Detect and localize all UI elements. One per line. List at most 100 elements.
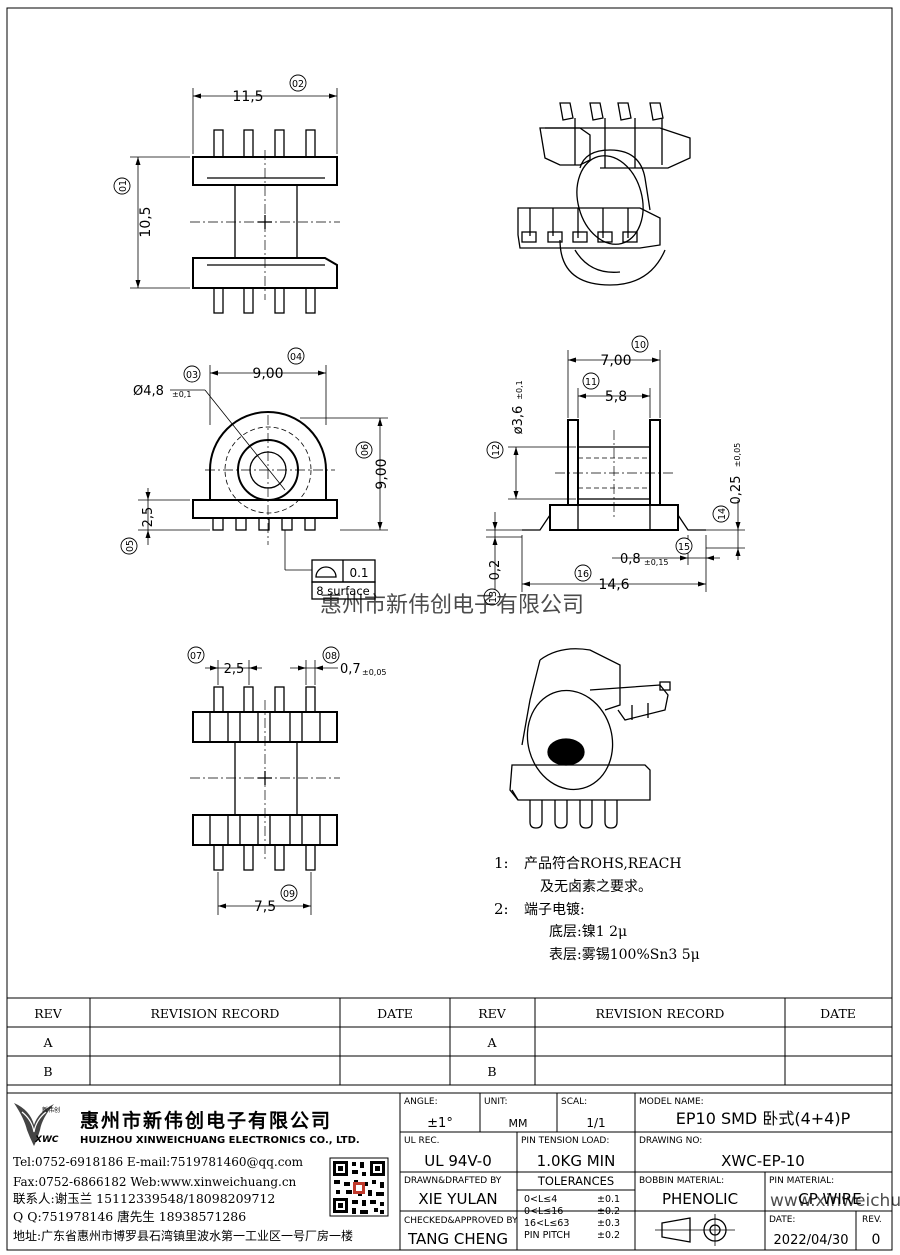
company-logo: 新伟创 XWC [14, 1103, 60, 1146]
balloon-08: 08 [325, 651, 337, 662]
notes: 1: 产品符合ROHS,REACH 及无卤素之要求。 2: 端子电镀: 底层:镍… [494, 854, 700, 963]
balloon-06: 06 [360, 444, 371, 456]
balloon-13: 13 [488, 591, 499, 603]
balloon-07: 07 [190, 651, 202, 662]
rev-header-date-2: DATE [820, 1006, 856, 1021]
dim-15-value: 0,8 [620, 552, 641, 567]
dim-02-value: 11,5 [232, 89, 263, 105]
dim-12-tol: ±0,1 [515, 380, 524, 399]
dim-05-value: 2,5 [141, 507, 156, 528]
drawing-no-label: DRAWING NO: [639, 1136, 702, 1146]
balloon-05: 05 [125, 540, 136, 552]
note-1-line-1: 产品符合ROHS,REACH [524, 856, 682, 872]
dim-08-tol: ±0,05 [362, 668, 387, 677]
note-1-line-2: 及无卤素之要求。 [540, 879, 652, 895]
company-contact: 联系人:谢玉兰 15112339548/18098209712 [13, 1191, 275, 1206]
tol-row-4-range: PIN PITCH [524, 1230, 570, 1241]
pin-tension-value: 1.0KG MIN [537, 1152, 616, 1170]
balloon-02: 02 [292, 79, 304, 90]
checked-value: TANG CHENG [407, 1230, 508, 1248]
logo-small-text: 新伟创 [42, 1106, 60, 1114]
scale-value: 1/1 [586, 1116, 605, 1130]
projection-symbol-icon [655, 1214, 735, 1246]
balloon-16: 16 [577, 569, 589, 580]
dim-13-value: 0,2 [488, 560, 503, 581]
rev-row-b-left: B [43, 1064, 52, 1079]
bottom-view: 2,5 07 0,7 ±0,05 08 7,5 09 [187, 646, 387, 915]
watermark-url: www.xinweichuang.cn [770, 1191, 900, 1211]
tol-row-1-range: 0<L≤4 [524, 1194, 557, 1205]
company-address: 地址:广东省惠州市博罗县石湾镇里波水第一工业区一号厂房一楼 [13, 1228, 353, 1243]
balloon-01: 01 [118, 180, 129, 192]
company-name-en: HUIZHOU XINWEICHUANG ELECTRONICS CO., LT… [80, 1135, 360, 1146]
flatness-datum: 8 surface [316, 584, 369, 598]
balloon-10: 10 [634, 340, 646, 351]
rev-row-a-left: A [42, 1035, 53, 1050]
dim-09-value: 7,5 [254, 899, 276, 915]
rev-header-date-1: DATE [377, 1006, 413, 1021]
pin-tension-label: PIN TENSION LOAD: [521, 1136, 609, 1146]
model-name-value: EP10 SMD 卧式(4+4)P [676, 1109, 851, 1128]
logo-text: XWC [34, 1135, 59, 1145]
angle-label: ANGLE: [404, 1097, 438, 1107]
date-value: 2022/04/30 [774, 1233, 849, 1248]
balloon-09: 09 [283, 889, 295, 900]
dim-16-value: 14,6 [598, 577, 629, 593]
balloon-14: 14 [717, 508, 728, 520]
rev-value: 0 [872, 1232, 881, 1248]
unit-label: UNIT: [484, 1097, 508, 1107]
note-2-line-3: 表层:雾锡100%Sn3 5μ [549, 947, 700, 963]
dim-12-value: ø3,6 [511, 406, 526, 435]
company-qq: Q Q:751978146 唐先生 18938571286 [13, 1209, 246, 1224]
note-2-line-2: 底层:镍1 2μ [549, 924, 627, 940]
dim-01-value: 10,5 [138, 206, 154, 237]
pin-material-value: CP WIRE [798, 1190, 861, 1208]
company-block: 新伟创 XWC 惠州市新伟创电子有限公司 HUIZHOU XINWEICHUAN… [7, 1092, 892, 1243]
rev-row-b-right: B [487, 1064, 496, 1079]
company-fax: Fax:0752-6866182 Web:www.xinweichuang.cn [13, 1175, 297, 1189]
rev-header-rev-1: REV [34, 1006, 63, 1021]
top-view: 11,5 10,5 02 01 [113, 74, 340, 314]
rev-row-a-right: A [486, 1035, 497, 1050]
tol-row-4-value: ±0.2 [597, 1230, 620, 1241]
tol-row-2-value: ±0.2 [597, 1206, 620, 1217]
dim-15-tol: ±0,15 [644, 558, 669, 567]
angle-value: ±1° [427, 1116, 453, 1131]
balloon-04: 04 [290, 352, 302, 363]
note-2-number: 2: [494, 900, 509, 918]
dim-14-value: 0,25 [729, 476, 744, 505]
title-block: ANGLE: UNIT: SCAL: MODEL NAME: UL REC. P… [399, 1093, 900, 1250]
tol-row-3-value: ±0.3 [597, 1218, 620, 1229]
side-view: 7,00 10 5,8 11 ø3,6 ±0,1 12 0,25 ±0,05 1… [483, 335, 745, 606]
flatness-value: 0.1 [349, 566, 368, 580]
balloon-12: 12 [491, 444, 502, 456]
company-name-cn: 惠州市新伟创电子有限公司 [80, 1109, 332, 1132]
dim-11-value: 5,8 [605, 389, 627, 405]
drawing-no-value: XWC-EP-10 [721, 1152, 805, 1170]
unit-value: MM [509, 1117, 528, 1130]
model-label: MODEL NAME: [639, 1097, 704, 1107]
bobbin-material-value: PHENOLIC [662, 1190, 738, 1208]
dim-03-value: Ø4,8 [133, 384, 164, 399]
iso-view-bottom [509, 648, 671, 829]
note-1-number: 1: [494, 854, 509, 872]
dim-04-value: 9,00 [252, 366, 283, 382]
ul-label: UL REC. [404, 1136, 440, 1146]
dim-10-value: 7,00 [600, 353, 631, 369]
balloon-03: 03 [186, 370, 198, 381]
note-2-line-1: 端子电镀: [524, 901, 585, 918]
dim-06-value: 9,00 [374, 458, 390, 489]
balloon-15: 15 [678, 542, 690, 553]
rev-header-rev-2: REV [478, 1006, 507, 1021]
balloon-11: 11 [585, 377, 597, 388]
tol-row-3-range: 16<L≤63 [524, 1218, 569, 1229]
watermark-text: 惠州市新伟创电子有限公司 [320, 593, 584, 618]
dim-03-tol: ±0,1 [172, 390, 191, 399]
drawn-value: XIE YULAN [418, 1190, 497, 1208]
tolerances-label: TOLERANCES [537, 1174, 614, 1188]
dim-07-value: 2,5 [224, 662, 245, 677]
rev-label: REV. [862, 1215, 882, 1225]
qr-code [329, 1157, 389, 1217]
sheet-border [6, 7, 893, 1251]
